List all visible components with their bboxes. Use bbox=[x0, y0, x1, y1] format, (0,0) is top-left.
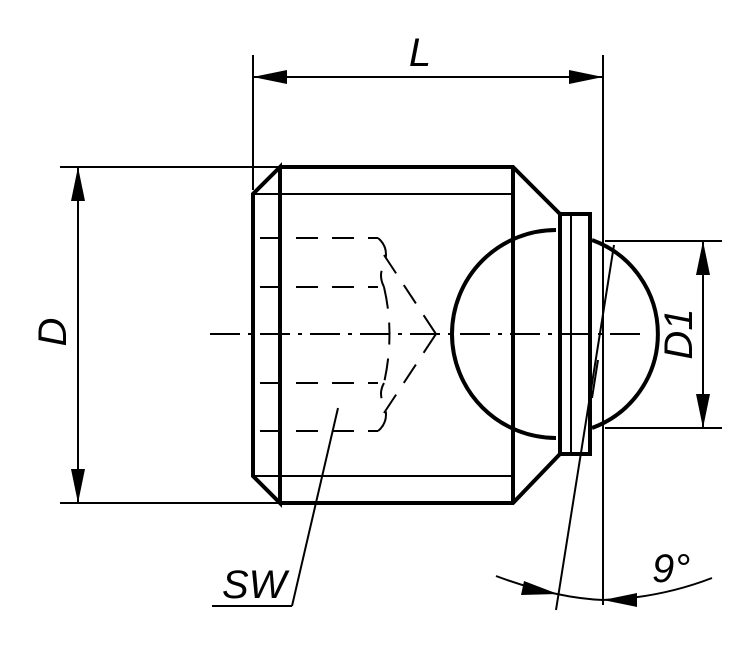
hex-socket-hidden bbox=[260, 237, 437, 432]
label-diameter: D bbox=[31, 318, 75, 347]
retaining-ring bbox=[558, 212, 592, 456]
leader-wrench-size bbox=[212, 407, 339, 607]
label-wrench-size: SW bbox=[222, 563, 290, 607]
dimension-length bbox=[253, 70, 603, 84]
ball-outline bbox=[450, 228, 557, 440]
label-ball-diameter: D1 bbox=[657, 308, 701, 359]
extension-lines bbox=[60, 55, 722, 605]
label-angle: 9° bbox=[652, 547, 690, 591]
label-length: L bbox=[409, 31, 431, 75]
dimension-diameter bbox=[71, 167, 85, 503]
ball-outline-right bbox=[591, 238, 660, 430]
dimension-angle bbox=[495, 244, 713, 611]
screw-body bbox=[251, 162, 562, 508]
dimension-ball-diameter bbox=[696, 241, 710, 428]
